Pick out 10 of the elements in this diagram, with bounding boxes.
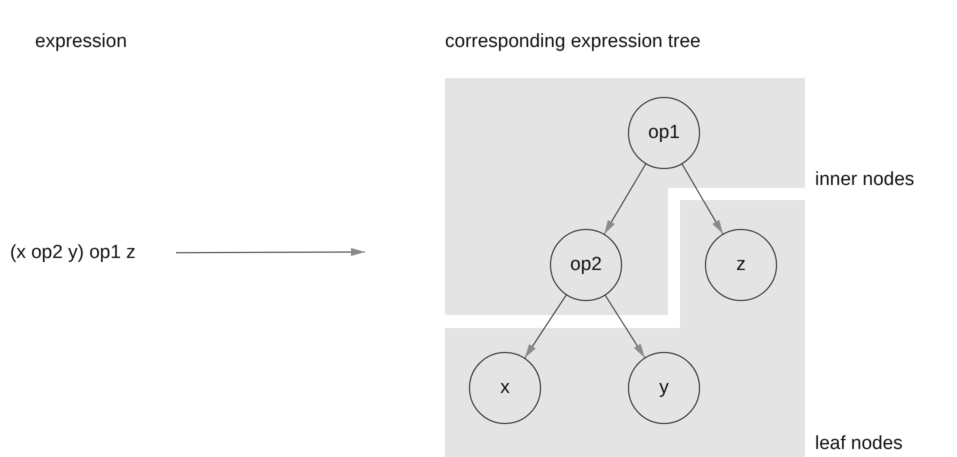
arrow	[604, 294, 646, 358]
region-label: leaf nodes	[815, 432, 903, 456]
arrow	[604, 164, 646, 234]
heading-text: corresponding expression tree	[445, 30, 701, 54]
region-label: inner nodes	[815, 168, 914, 192]
arrow	[524, 294, 567, 358]
arrow	[682, 164, 724, 234]
expression-text: (x op2 y) op1 z	[10, 240, 176, 266]
heading-text: expression	[35, 30, 127, 54]
arrow	[176, 248, 366, 256]
